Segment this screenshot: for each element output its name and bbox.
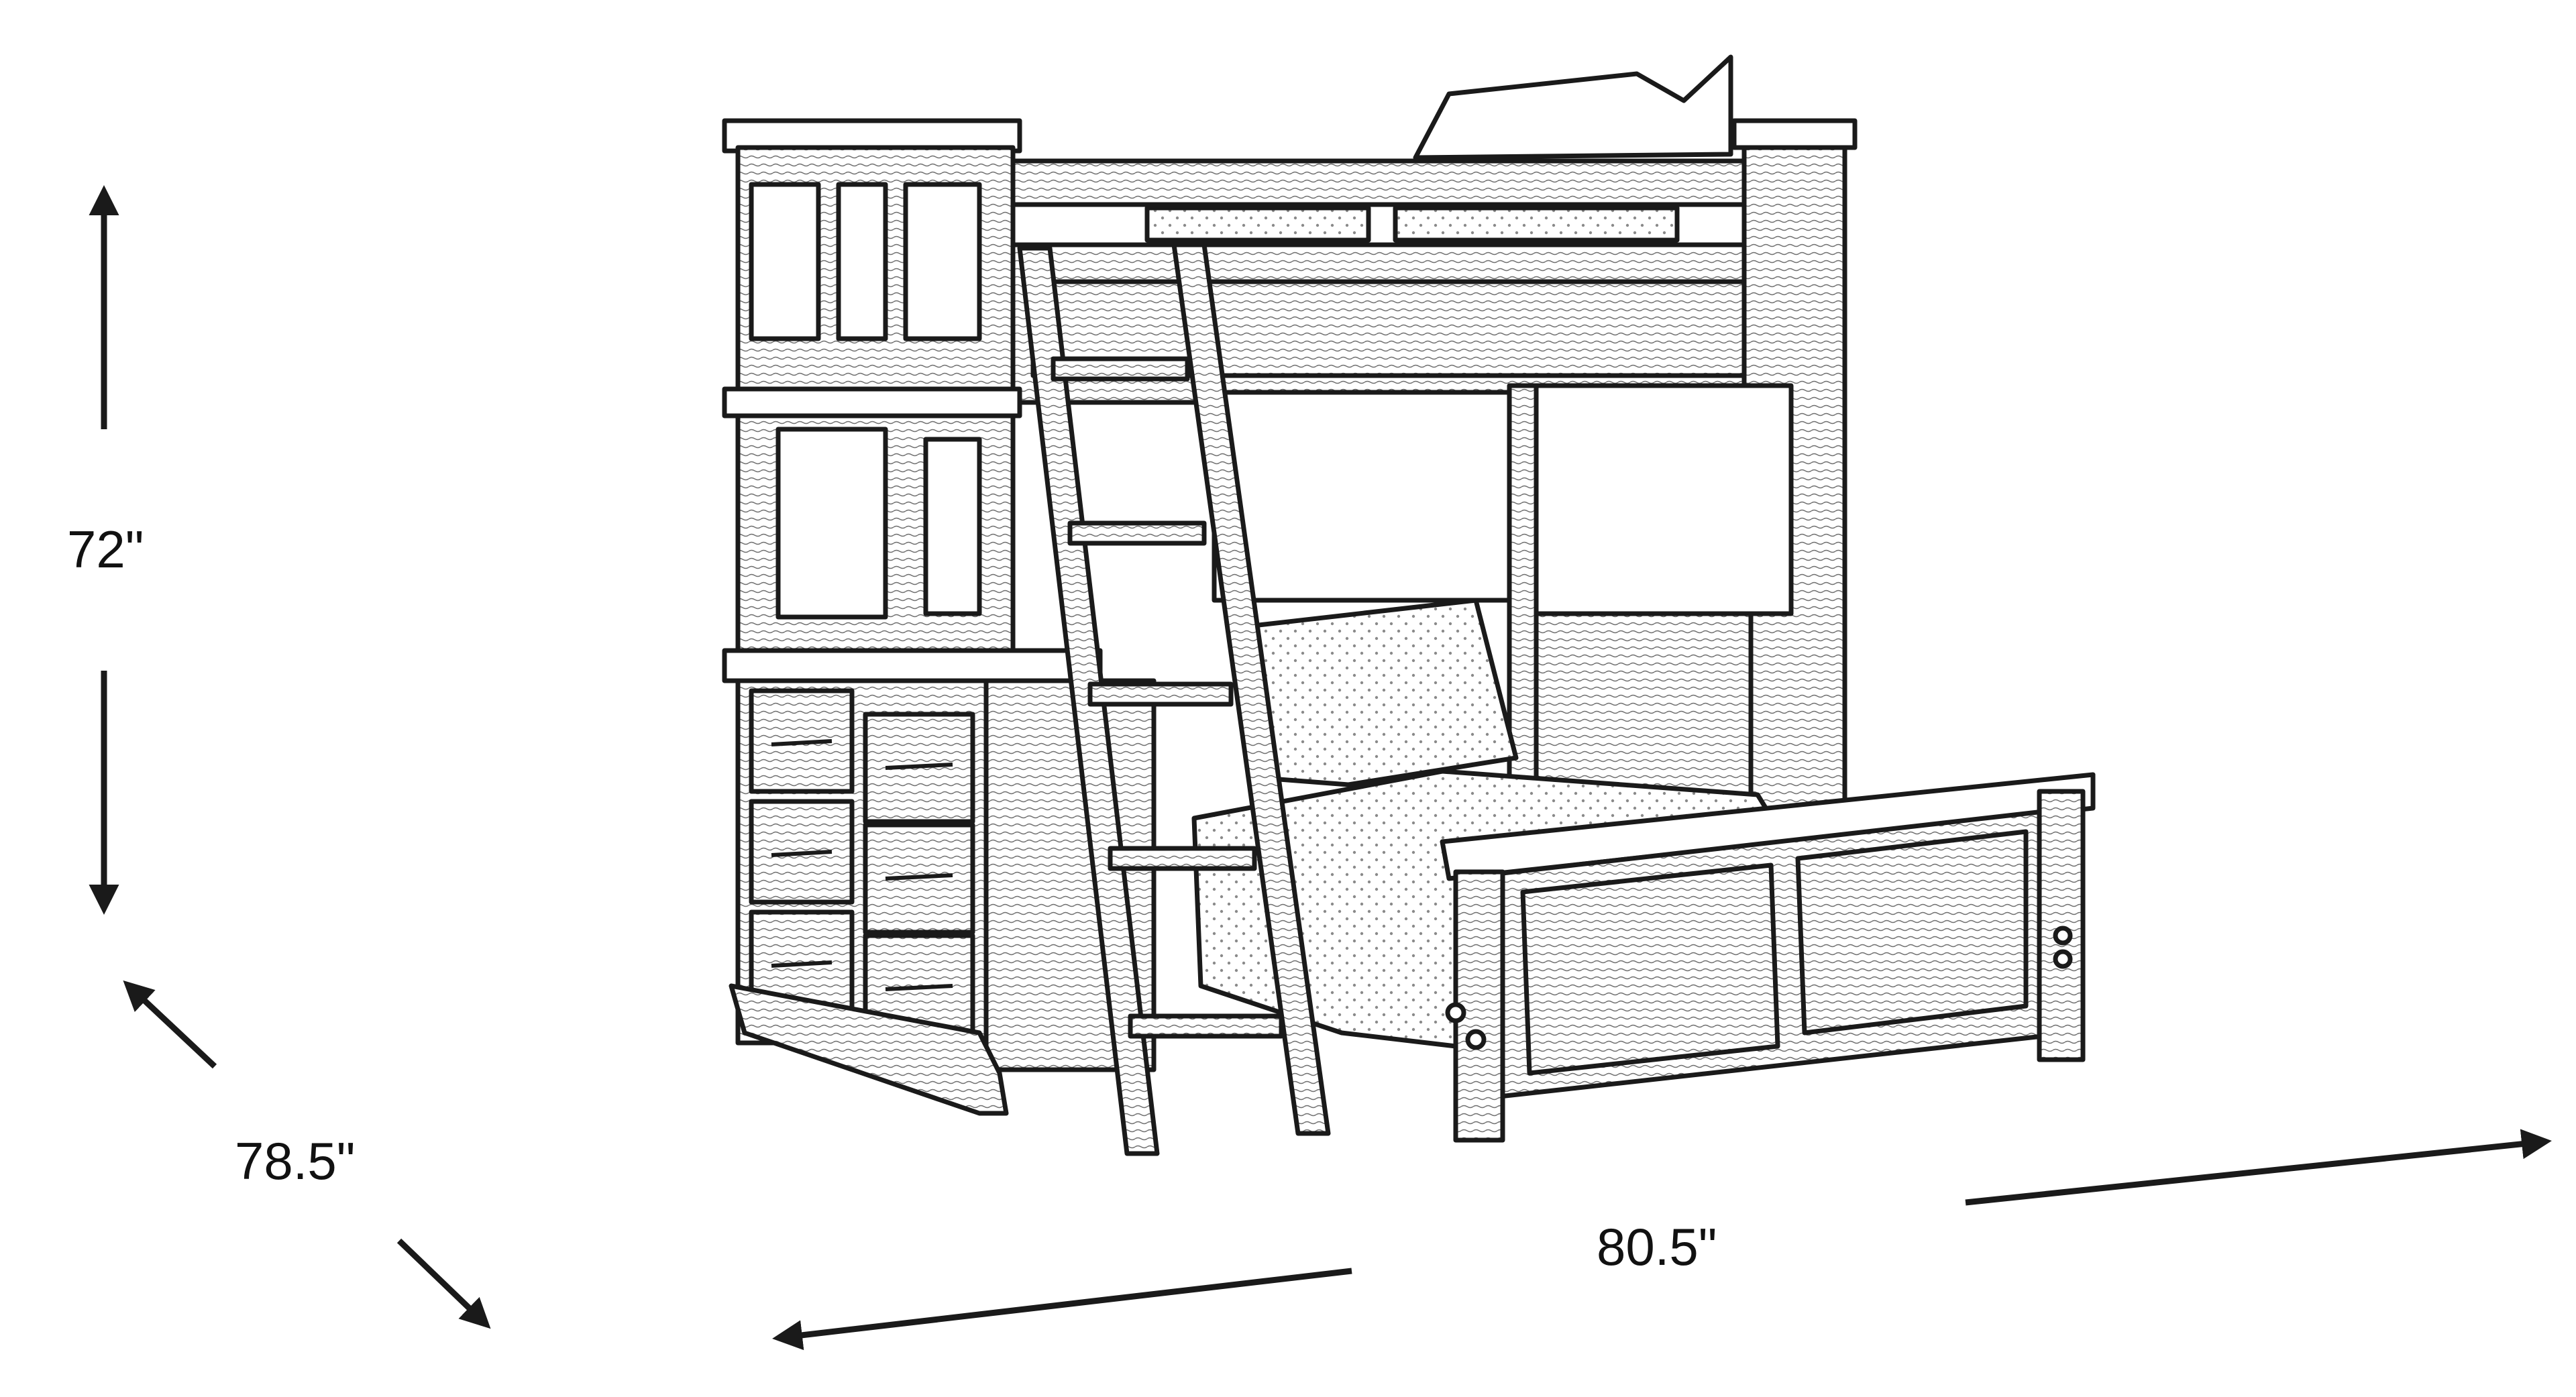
upper-pillow [1413,54,1733,160]
depth-arrow-back [123,980,217,1069]
depth-arrow-front [396,1238,491,1329]
footboard [1440,772,2096,1143]
width-arrow-right [1965,1129,2552,1206]
headboard-shelf [722,118,1022,657]
width-arrow-left [772,1268,1352,1351]
ladder [1017,242,1331,1156]
height-dimension-label: 72" [67,520,144,579]
loft-bed-illustration [722,54,2096,1156]
width-arrow [772,1129,2552,1351]
lower-pillow [1238,598,1519,787]
depth-arrow [123,980,491,1329]
lower-frame [1212,383,1794,818]
drawer-chest [722,648,1157,1116]
ladder-right-rail [1171,242,1331,1136]
width-dimension-label: 80.5" [1597,1217,1717,1276]
depth-dimension-label: 78.5" [235,1131,356,1190]
